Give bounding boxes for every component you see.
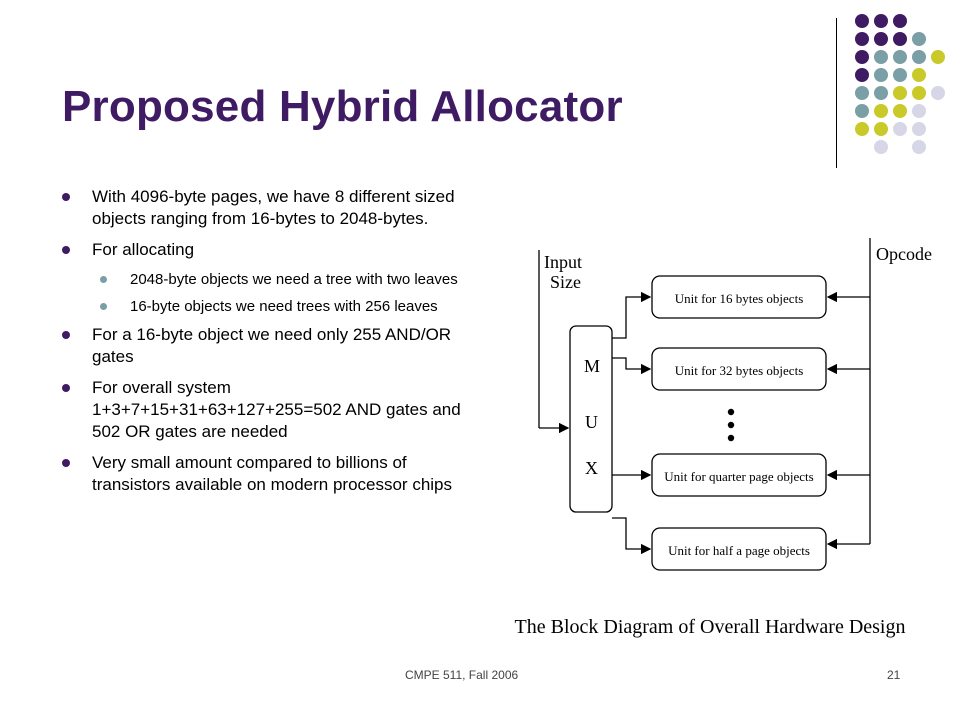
decorative-dot xyxy=(912,32,926,46)
bullet-page-sizes: With 4096-byte pages, we have 8 differen… xyxy=(60,186,470,230)
decorative-dot xyxy=(874,140,888,154)
ellipsis-dot-1 xyxy=(727,408,735,416)
mux-to-unit1-arrow xyxy=(612,291,652,339)
decorative-dot xyxy=(874,68,888,82)
decorative-dot xyxy=(874,14,888,28)
unit-half-page-box xyxy=(651,527,827,571)
slide-title: Proposed Hybrid Allocator xyxy=(62,82,623,131)
unit-quarter-page-label: Unit for quarter page objects xyxy=(664,469,813,484)
ellipsis-dot-2 xyxy=(727,421,735,429)
decorative-dot-grid xyxy=(855,14,945,154)
mux-to-unit4-arrow xyxy=(612,517,652,555)
bullet-allocating: For allocating xyxy=(60,239,470,261)
sub-bullet-2048: 2048-byte objects we need a tree with tw… xyxy=(60,270,470,289)
decorative-dot xyxy=(855,32,869,46)
decorative-dot xyxy=(855,50,869,64)
input-label-line1: Input xyxy=(544,252,582,272)
decorative-dot xyxy=(855,122,869,136)
decorative-dot xyxy=(893,86,907,100)
decorative-dot xyxy=(912,122,926,136)
bullet-16-byte-gates: For a 16-byte object we need only 255 AN… xyxy=(60,324,470,368)
mux-letter-u: U xyxy=(585,412,598,432)
decorative-dot xyxy=(874,50,888,64)
bullet-overall-system: For overall system 1+3+7+15+31+63+127+25… xyxy=(60,377,470,443)
decorative-dot xyxy=(855,104,869,118)
decorative-dot xyxy=(855,14,869,28)
decorative-dot xyxy=(874,32,888,46)
mux-to-unit2-arrow xyxy=(612,357,652,375)
opcode-label: Opcode xyxy=(876,244,932,264)
decorative-dot xyxy=(912,50,926,64)
decorative-dot xyxy=(855,86,869,100)
footer-course: CMPE 511, Fall 2006 xyxy=(405,668,519,682)
decorative-dot xyxy=(893,14,907,28)
bullet-small-amount: Very small amount compared to billions o… xyxy=(60,452,470,496)
decorative-dot xyxy=(855,68,869,82)
decorative-dot xyxy=(893,68,907,82)
decorative-dot xyxy=(874,104,888,118)
decorative-dot xyxy=(893,32,907,46)
diagram-caption: The Block Diagram of Overall Hardware De… xyxy=(515,616,906,638)
mux-letter-m: M xyxy=(584,356,600,376)
block-diagram: Input Size M U X Opcode Unit for 16 byte… xyxy=(515,238,932,638)
decorative-dot xyxy=(931,86,945,100)
unit-32-bytes-box xyxy=(651,347,827,391)
page-number: 21 xyxy=(887,668,901,682)
decorative-dot xyxy=(893,104,907,118)
decorative-dot xyxy=(912,68,926,82)
input-label-line2: Size xyxy=(550,272,581,292)
unit-quarter-page-box xyxy=(651,453,827,497)
decorative-dot xyxy=(912,140,926,154)
unit-16-bytes-label: Unit for 16 bytes objects xyxy=(675,291,804,306)
decorative-vertical-line xyxy=(836,18,837,168)
sub-bullet-16: 16-byte objects we need trees with 256 l… xyxy=(60,297,470,316)
bullet-list: With 4096-byte pages, we have 8 differen… xyxy=(60,186,470,505)
decorative-dot xyxy=(912,104,926,118)
decorative-dot xyxy=(893,50,907,64)
unit-32-bytes-label: Unit for 32 bytes objects xyxy=(675,363,804,378)
unit-half-page-label: Unit for half a page objects xyxy=(668,543,810,558)
mux-letter-x: X xyxy=(585,458,598,478)
decorative-dot xyxy=(912,86,926,100)
decorative-dot xyxy=(893,122,907,136)
decorative-dot xyxy=(931,50,945,64)
mux-box xyxy=(569,325,613,513)
decorative-dot xyxy=(874,86,888,100)
ellipsis-dot-3 xyxy=(727,434,735,442)
decorative-dot xyxy=(874,122,888,136)
unit-16-bytes-box xyxy=(651,275,827,319)
